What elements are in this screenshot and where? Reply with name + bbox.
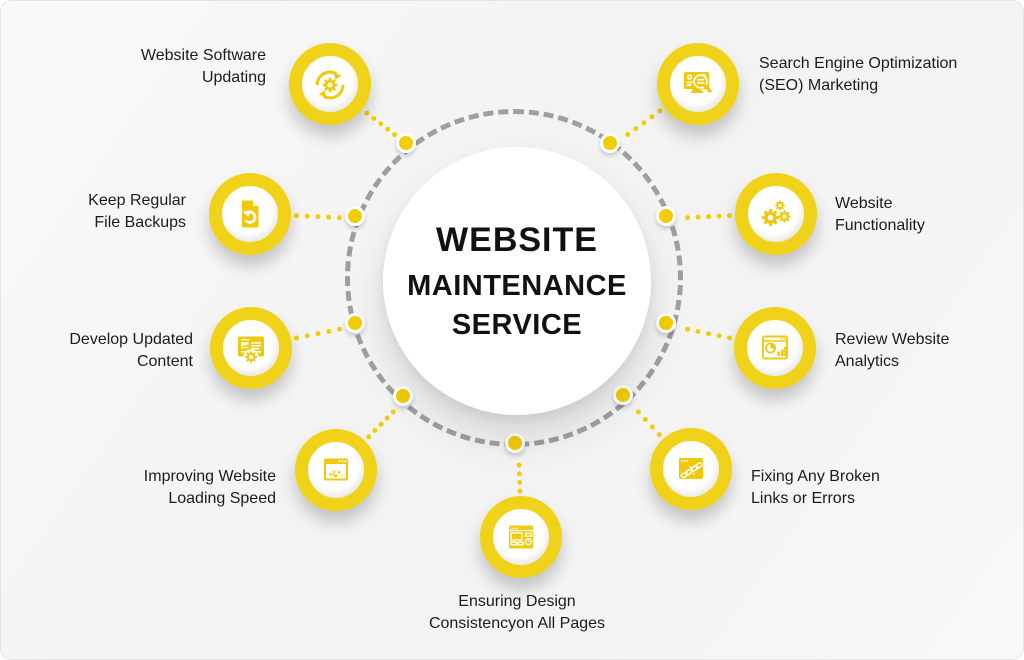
dotted-connector — [684, 213, 733, 221]
label-develop-updated-content: Develop Updated Content — [69, 331, 193, 370]
satellite-review-website-analytics — [734, 307, 816, 389]
center-circle: WEBSITE MAINTENANCE SERVICE — [383, 147, 651, 415]
orbit-node-dot — [656, 313, 676, 333]
label-review-website-analytics: Review Website Analytics — [835, 331, 950, 370]
dotted-connector — [624, 107, 664, 139]
satellite-website-software-updating — [289, 43, 371, 125]
dotted-connector — [365, 408, 397, 441]
label-ensuring-design-consistency: Ensuring Design Consistencyon All Pages — [428, 593, 606, 632]
dotted-connector — [516, 462, 523, 494]
dotted-connector — [634, 408, 663, 439]
dotted-connector — [293, 326, 343, 341]
speedometer-browser-icon — [324, 458, 348, 481]
label-keep-regular-file-backups: Keep Regular File Backups — [88, 192, 186, 231]
content-page-gear-icon — [238, 336, 264, 365]
satellite-ensuring-design-consistency — [480, 496, 562, 578]
dotted-connector — [363, 109, 399, 139]
update-arrows-gear-icon — [315, 70, 345, 100]
satellite-improving-website-loading-speed — [295, 429, 377, 511]
orbit-node-dot — [396, 133, 416, 153]
orbit-node-dot — [345, 206, 365, 226]
orbit-node-dot — [393, 386, 413, 406]
satellite-develop-updated-content — [210, 307, 292, 389]
monitor-magnifier-icon — [684, 72, 712, 93]
label-website-software-updating: Website Software Updating — [140, 47, 266, 86]
satellite-website-functionality — [735, 173, 817, 255]
gears-icon — [761, 200, 791, 227]
label-website-functionality: Website Functionality — [835, 195, 925, 234]
satellite-seo-marketing — [657, 43, 739, 125]
orbit-node-dot — [656, 206, 676, 226]
file-restore-icon — [242, 200, 259, 228]
title-line-3: SERVICE — [451, 308, 583, 341]
broken-chain-browser-icon — [679, 458, 703, 479]
label-improving-website-loading-speed: Improving Website Loading Speed — [143, 468, 276, 507]
analytics-charts-icon — [762, 335, 788, 360]
satellite-keep-regular-file-backups — [209, 173, 291, 255]
orbit-node-dot — [505, 433, 525, 453]
dotted-connector — [293, 213, 343, 221]
title-line-1: WEBSITE — [436, 220, 598, 259]
orbit-node-dot — [613, 385, 633, 405]
label-seo-marketing: Search Engine Optimization (SEO) Marketi… — [759, 55, 958, 94]
wireframe-layout-icon — [509, 525, 533, 549]
dotted-connector — [684, 326, 733, 341]
orbit-node-dot — [600, 133, 620, 153]
title-line-2: MAINTENANCE — [407, 269, 627, 302]
label-fixing-broken-links: Fixing Any Broken Links or Errors — [751, 468, 880, 507]
satellite-fixing-broken-links — [650, 428, 732, 510]
orbit-node-dot — [345, 313, 365, 333]
